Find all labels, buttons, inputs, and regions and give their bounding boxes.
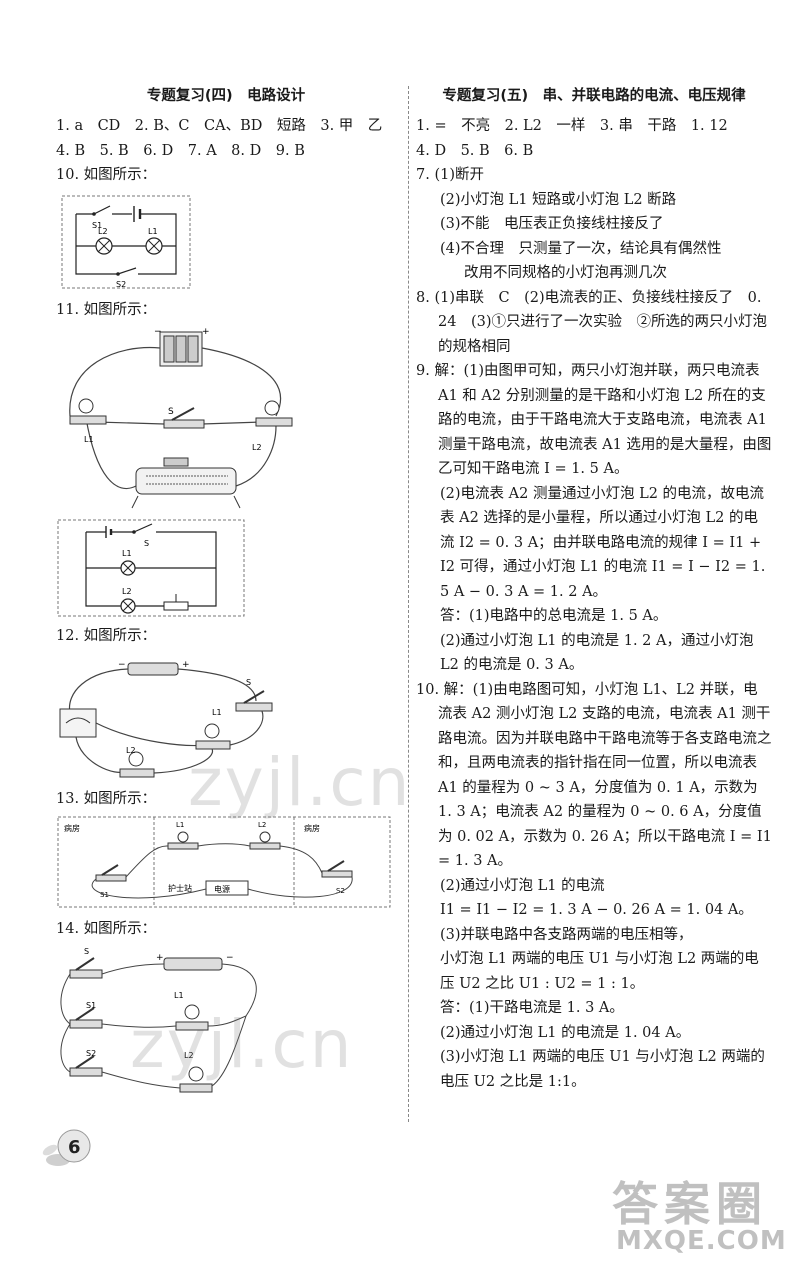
q13-ward-left: 病房	[64, 823, 80, 833]
q13-power: 电源	[214, 884, 230, 894]
q12-physical-circuit: − + S L1 L2	[56, 653, 396, 781]
q12-l2-label: L2	[126, 746, 136, 755]
q14-s2-label: S2	[86, 1049, 96, 1058]
q14-minus: −	[226, 953, 234, 963]
q10-solution-3: (3)并联电路中各支路两端的电压相等，	[440, 926, 693, 943]
q11-schematic-diagram: S L1 L2	[56, 518, 396, 618]
q8-answer: 8. (1)串联 C (2)电流表的正、负接线柱接反了 0. 24 (3)①只进…	[416, 289, 767, 355]
q13-ward-circuit: 病房 病房 护士站 电源 L1 L2 S1 S2	[56, 815, 396, 911]
q11-l1-label: L1	[84, 435, 94, 444]
q14-l1-label: L1	[174, 991, 184, 1000]
q13-s1-label: S1	[100, 891, 109, 899]
q11-plus: +	[202, 327, 210, 337]
q14-label: 14. 如图所示：	[56, 921, 157, 937]
q12-minus: −	[118, 660, 126, 670]
q7-part4a: (4)不合理 只测量了一次，结论具有偶然性	[440, 240, 722, 257]
page-number: 6	[68, 1137, 81, 1158]
q11-sch-l1-label: L1	[122, 549, 132, 558]
q12-label: 12. 如图所示：	[56, 628, 157, 644]
q10-answer-3: (3)小灯泡 L1 两端的电压 U1 与小灯泡 L2 两端的电压 U2 之比是 …	[440, 1049, 765, 1090]
left-section-title: 专题复习(四) 电路设计	[146, 88, 306, 104]
watermark-bottom: zyjl.cn	[130, 1006, 354, 1083]
watermark-top: zyjl.cn	[188, 744, 412, 821]
q14-l2-label: L2	[184, 1051, 194, 1060]
q7-part3: (3)不能 电压表正负接线柱接反了	[440, 216, 664, 232]
q11-minus: −	[154, 327, 162, 337]
q11-s-label: S	[168, 407, 174, 417]
page-number-badge: 6	[38, 1120, 98, 1180]
q10-l1-label: L1	[148, 227, 158, 236]
q10-s2-label: S2	[116, 280, 126, 289]
q10-solution-2: (2)通过小灯泡 L1 的电流	[440, 877, 605, 894]
q10-answer-1: 答：(1)干路电流是 1. 3 A。	[440, 1000, 624, 1016]
q11-sch-s-label: S	[144, 539, 149, 548]
q10-s1-label: S1	[92, 221, 102, 230]
q9-answer-1: 答：(1)电路中的总电流是 1. 5 A。	[440, 608, 668, 624]
q10-answer-2: (2)通过小灯泡 L1 的电流是 1. 04 A。	[440, 1024, 691, 1041]
left-answers-1: 1. a CD 2. B、C CA、BD 短路 3. 甲 乙	[56, 118, 383, 134]
q12-l1-label: L1	[212, 708, 222, 717]
left-answers-2: 4. B 5. B 6. D 7. A 8. D 9. B	[56, 142, 305, 159]
q11-label: 11. 如图所示：	[56, 301, 157, 318]
q13-nurse-station: 护士站	[168, 883, 192, 893]
right-section-title: 专题复习(五) 串、并联电路的电流、电压规律	[442, 88, 746, 104]
q11-physical-circuit: − + L1 S L2	[56, 326, 396, 512]
q9-solution-1: 9. 解：(1)由图甲可知，两只小灯泡并联，两只电流表 A1 和 A2 分别测量…	[416, 363, 772, 477]
q10-solution-3b: 小灯泡 L1 两端的电压 U1 与小灯泡 L2 两端的电压 U2 之比 U1 :…	[440, 951, 759, 992]
q14-physical-circuit: + − S S1 S2 L1 L2	[56, 946, 396, 1106]
q7-part2: (2)小灯泡 L1 短路或小灯泡 L2 断路	[440, 191, 677, 208]
q13-label: 13. 如图所示：	[56, 790, 157, 807]
q11-l2-label: L2	[252, 443, 262, 452]
q14-s1-label: S1	[86, 1001, 96, 1010]
q13-s2-label: S2	[336, 887, 345, 895]
q10-l2-label: L2	[98, 227, 108, 236]
q7-part4b: 改用不同规格的小灯泡再测几次	[464, 265, 667, 281]
q12-s-label: S	[246, 678, 251, 687]
left-column: 专题复习(四) 电路设计 1. a CD 2. B、C CA、BD 短路 3. …	[56, 84, 396, 1112]
right-answers-2: 4. D 5. B 6. B	[416, 142, 534, 159]
q13-ward-right: 病房	[304, 823, 320, 833]
q10-label: 10. 如图所示：	[56, 167, 157, 183]
q11-sch-l2-label: L2	[122, 587, 132, 596]
q9-answer-2: (2)通过小灯泡 L1 的电流是 1. 2 A，通过小灯泡 L2 的电流是 0.…	[440, 632, 754, 674]
column-divider	[408, 86, 409, 1122]
right-answers-1: 1. = 不亮 2. L2 一样 3. 串 干路 1. 12	[416, 118, 728, 134]
q10-solution-2b: I1 = I1 − I2 = 1. 3 A − 0. 26 A = 1. 04 …	[440, 902, 753, 918]
logo-sub-text: MXQE.COM	[616, 1226, 787, 1256]
q10-solution-1: 10. 解：(1)由电路图可知，小灯泡 L1、L2 并联，电流表 A2 测小灯泡…	[416, 681, 772, 870]
q14-plus: +	[156, 953, 164, 963]
answer-circle-logo: 答案圈 MXQE.COM	[612, 1168, 788, 1260]
right-column: 专题复习(五) 串、并联电路的电流、电压规律 1. = 不亮 2. L2 一样 …	[416, 84, 772, 1094]
q13-l1-label: L1	[176, 821, 184, 829]
q9-solution-2: (2)电流表 A2 测量通过小灯泡 L2 的电流，故电流表 A2 选择的是小量程…	[440, 485, 766, 600]
q13-l2-label: L2	[258, 821, 266, 829]
logo-main-text: 答案圈	[612, 1177, 768, 1231]
q10-circuit-diagram: S1 L2 L1 S2	[56, 192, 396, 292]
q14-s-label: S	[84, 947, 89, 956]
q7-part1: 7. (1)断开	[416, 167, 484, 183]
q12-plus: +	[182, 660, 190, 670]
